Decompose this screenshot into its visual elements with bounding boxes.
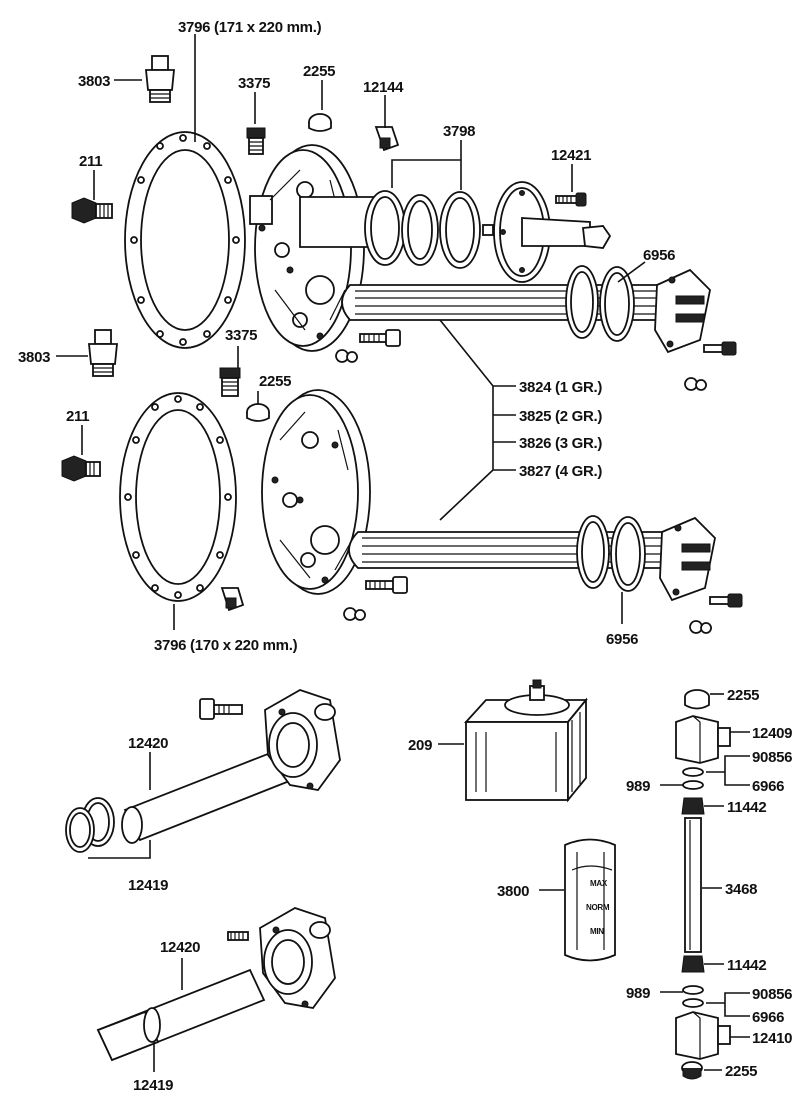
clip-lower-right — [689, 620, 712, 634]
label-plug-3375-b: 3375 — [225, 327, 257, 344]
label-element-4: 3827 (4 GR.) — [519, 463, 602, 480]
label-oring-989-a: 989 — [626, 778, 650, 795]
plug-3375-upper — [246, 127, 266, 155]
label-ring-6956-a: 6956 — [643, 247, 675, 264]
plug-3375-lower — [219, 367, 241, 397]
scale-min-label: MIN — [590, 927, 604, 936]
label-washer-90856-b: 90856 — [752, 986, 792, 1003]
heating-element-upper — [341, 265, 711, 354]
label-element-3: 3826 (3 GR.) — [519, 435, 602, 452]
label-cap-2255-a: 2255 — [303, 63, 335, 80]
elbow-12144 — [374, 126, 400, 152]
flange-lower — [261, 389, 371, 595]
label-glass-3468: 3468 — [725, 881, 757, 898]
label-gauge-valve-bottom: 12410 — [752, 1030, 792, 1047]
label-valve-3803-a: 3803 — [78, 73, 110, 90]
bolt-upper-right — [703, 341, 737, 356]
label-washer-90856-a: 90856 — [752, 749, 792, 766]
clip-upper-right — [684, 377, 707, 391]
nipple-211-lower — [61, 455, 101, 482]
gasket-3796-upper — [124, 131, 246, 349]
safety-valve-3803-lower — [88, 329, 118, 377]
label-ring-6956-b: 6956 — [606, 631, 638, 648]
pressure-tube-lower — [96, 907, 336, 1062]
cap-2255-lower — [246, 403, 270, 422]
label-gauge-cap-bottom: 2255 — [725, 1063, 757, 1080]
label-tube-12420-b: 12420 — [160, 939, 200, 956]
label-ring-12419-a: 12419 — [128, 877, 168, 894]
screw-12421 — [555, 192, 587, 207]
leader-lines — [56, 34, 750, 1072]
gauge-guard-3800: MAX NORM MIN — [564, 838, 616, 962]
part-labels: 3796 (171 x 220 mm.) 3803 3375 2255 1214… — [18, 19, 793, 1094]
label-switch-209: 209 — [408, 737, 432, 754]
scale-norm-label: NORM — [586, 903, 610, 912]
bolt-upper-left — [359, 329, 401, 347]
pressure-switch-209 — [463, 679, 588, 803]
label-cap-2255-b: 2255 — [259, 373, 291, 390]
label-gasket-lower: 3796 (170 x 220 mm.) — [154, 637, 298, 654]
label-element-2: 3825 (2 GR.) — [519, 408, 602, 425]
label-gauge-cap-top: 2255 — [727, 687, 759, 704]
label-elbow-12144: 12144 — [363, 79, 404, 96]
label-screw-12421: 12421 — [551, 147, 591, 164]
safety-valve-3803-upper — [145, 55, 175, 103]
clip-lower-left — [343, 607, 366, 621]
nipple-211-upper — [71, 197, 113, 224]
flange-upper — [249, 144, 365, 352]
scale-max-label: MAX — [590, 879, 608, 888]
label-nut-11442-b: 11442 — [727, 957, 766, 974]
label-tube-12420-a: 12420 — [128, 735, 168, 752]
elbow-lower — [220, 587, 245, 612]
bolt-lower-right — [709, 593, 743, 608]
label-gasket-upper: 3796 (171 x 220 mm.) — [178, 19, 322, 36]
label-oring-989-b: 989 — [626, 985, 650, 1002]
label-plug-3375-a: 3375 — [238, 75, 270, 92]
label-nipple-211-a: 211 — [79, 153, 102, 170]
end-plate-with-tube — [482, 181, 612, 283]
heating-element-lower — [348, 515, 716, 602]
label-guard-3800: 3800 — [497, 883, 529, 900]
pressure-tube-upper — [65, 689, 341, 853]
cap-2255-upper — [308, 113, 332, 132]
label-nut-11442-a: 11442 — [727, 799, 766, 816]
clip-upper-left — [335, 349, 358, 363]
gasket-3796-lower — [119, 392, 237, 602]
label-nipple-211-b: 211 — [66, 408, 89, 425]
label-element-1: 3824 (1 GR.) — [519, 379, 602, 396]
label-rings-3798: 3798 — [443, 123, 475, 140]
label-ring-12419-b: 12419 — [133, 1077, 173, 1094]
label-gauge-valve-top: 12409 — [752, 725, 792, 742]
level-gauge-column — [675, 689, 731, 1080]
bolt-lower-left — [365, 576, 408, 594]
label-seal-6966-a: 6966 — [752, 778, 784, 795]
rings-3798 — [364, 190, 481, 269]
label-valve-3803-b: 3803 — [18, 349, 50, 366]
label-seal-6966-b: 6966 — [752, 1009, 784, 1026]
